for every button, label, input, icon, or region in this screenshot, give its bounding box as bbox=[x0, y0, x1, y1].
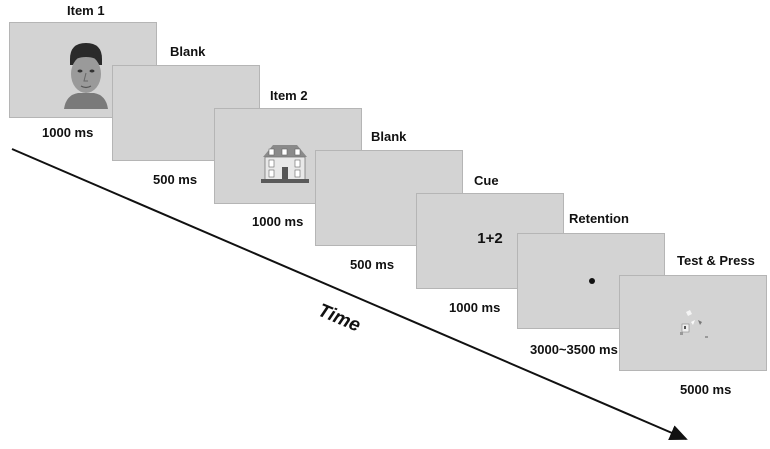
frame-duration-3: 1000 ms bbox=[252, 214, 304, 229]
frame-title-retention: Retention bbox=[569, 211, 629, 226]
frame-title-blank-1: Blank bbox=[170, 44, 206, 59]
frame-duration-7: 5000 ms bbox=[680, 382, 732, 397]
frame-duration-1: 1000 ms bbox=[42, 125, 94, 140]
frame-title-item-1: Item 1 bbox=[67, 3, 105, 18]
frame-duration-6: 3000~3500 ms bbox=[530, 342, 618, 357]
frame-title-blank-2: Blank bbox=[371, 129, 407, 144]
frame-item-1 bbox=[9, 22, 157, 118]
cue-text: 1+2 bbox=[477, 230, 503, 247]
scrambled-image bbox=[680, 310, 708, 338]
frame-title-item-2: Item 2 bbox=[270, 88, 308, 103]
frame-duration-2: 500 ms bbox=[153, 172, 198, 187]
frame-duration-5: 1000 ms bbox=[449, 300, 501, 315]
frame-title-cue: Cue bbox=[474, 173, 499, 188]
frame-test-press bbox=[619, 275, 767, 371]
frame-title-test-press: Test & Press bbox=[677, 253, 755, 268]
house-image bbox=[261, 145, 309, 183]
frame-duration-4: 500 ms bbox=[350, 257, 395, 272]
face-image bbox=[56, 41, 116, 109]
fixation-dot bbox=[589, 278, 595, 284]
